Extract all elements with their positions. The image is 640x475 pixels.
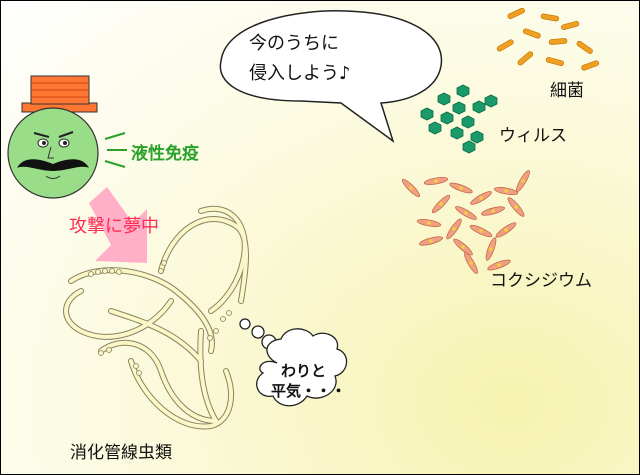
face xyxy=(7,107,99,199)
virus-label: ウィルス xyxy=(499,126,567,146)
attack-arrow xyxy=(89,187,147,263)
speech-line-1: 今のうちに xyxy=(249,33,339,54)
nematode-cluster xyxy=(63,206,249,430)
thought-line-1: わりと xyxy=(281,362,327,380)
immune-character xyxy=(7,75,127,199)
immunity-label: 液性免疫 xyxy=(131,144,199,164)
bacteria-label: 細菌 xyxy=(550,81,584,101)
bacteria-cluster xyxy=(496,7,600,71)
coccidium-label: コクシジウム xyxy=(490,271,592,291)
nematode-label: 消化管線虫類 xyxy=(70,443,172,463)
thought-bubble-text: わりと 平気・・・ xyxy=(271,361,346,401)
speech-line-2: 侵入しよう♪ xyxy=(249,63,351,84)
speech-bubble xyxy=(219,10,443,143)
thought-bubble xyxy=(239,318,348,407)
mustache xyxy=(17,159,89,171)
thought-line-2: 平気・・・ xyxy=(271,382,347,400)
speech-bubble-text: 今のうちに 侵入しよう♪ xyxy=(249,29,351,89)
coccidium-bands xyxy=(409,179,525,267)
coccidium-cluster xyxy=(401,170,530,274)
virus-cluster xyxy=(420,84,498,154)
attack-label: 攻撃に夢中 xyxy=(69,216,159,237)
